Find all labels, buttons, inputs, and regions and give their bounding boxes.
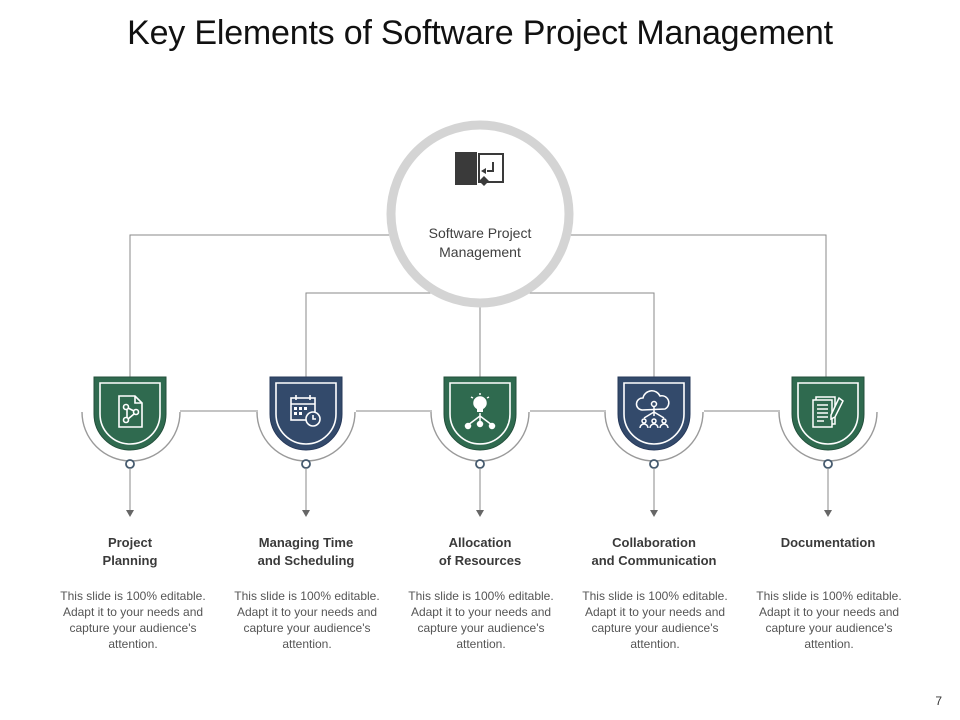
document-pen-icon [812, 396, 844, 428]
title-line: and Scheduling [257, 553, 355, 568]
title-line: Planning [102, 553, 158, 568]
hub-label: Software Project Management [405, 224, 555, 262]
drop-arrow [824, 510, 832, 517]
drop-arrow [650, 510, 658, 517]
lightbulb-network-icon [464, 393, 496, 430]
anchor-dot [475, 459, 485, 469]
title-line: Documentation [780, 535, 876, 550]
title-line: and Communication [591, 553, 717, 568]
item-desc-allocation: This slide is 100% editable. Adapt it to… [408, 589, 554, 651]
page-number: 7 [935, 694, 942, 708]
item-title-documentation: Documentation [743, 534, 913, 552]
calendar-clock-icon [290, 395, 321, 427]
hub-label-line1: Software Project [428, 225, 532, 241]
hub-label-line2: Management [439, 244, 521, 260]
title-line: of Resources [438, 553, 522, 568]
slide-title: Key Elements of Software Project Managem… [127, 14, 833, 52]
item-title-collaboration: Collaboration and Communication [569, 534, 739, 570]
shield-badge [269, 376, 343, 451]
title-line: Collaboration [612, 535, 696, 550]
item-title-project-planning: Project Planning [45, 534, 215, 570]
item-desc-project-planning: This slide is 100% editable. Adapt it to… [60, 589, 206, 651]
drop-arrow [476, 510, 484, 517]
anchor-dot [301, 459, 311, 469]
anchor-dot [649, 459, 659, 469]
item-title-managing-time: Managing Time and Scheduling [221, 534, 391, 570]
hub [386, 120, 574, 308]
element-collaboration [604, 376, 704, 517]
project-planning-icon [118, 395, 143, 428]
element-project-planning [81, 376, 181, 517]
anchor-dot [125, 459, 135, 469]
cloud-collaboration-icon [635, 390, 670, 429]
hub-ring [386, 120, 574, 308]
software-window-icon [455, 152, 504, 186]
title-line: Managing Time [258, 535, 354, 550]
element-managing-time [256, 376, 356, 517]
drop-arrow [126, 510, 134, 517]
drop-arrow [302, 510, 310, 517]
element-documentation [778, 376, 878, 517]
item-desc-collaboration: This slide is 100% editable. Adapt it to… [582, 589, 728, 651]
item-title-allocation: Allocation of Resources [395, 534, 565, 570]
shield-badge [93, 376, 167, 451]
title-line: Allocation [448, 535, 512, 550]
item-desc-managing-time: This slide is 100% editable. Adapt it to… [234, 589, 380, 651]
anchor-dot [823, 459, 833, 469]
item-desc-documentation: This slide is 100% editable. Adapt it to… [756, 589, 902, 651]
title-line: Project [107, 535, 153, 550]
element-allocation-resources [430, 376, 530, 517]
